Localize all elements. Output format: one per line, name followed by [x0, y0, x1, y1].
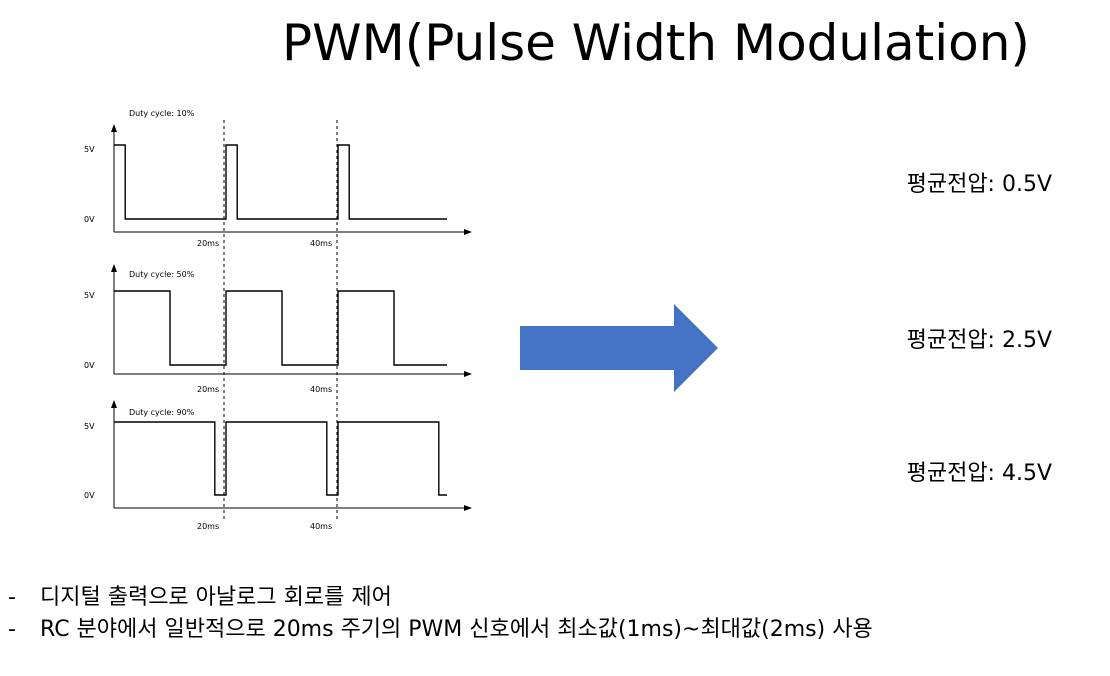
- slide-title: PWM(Pulse Width Modulation): [282, 14, 1030, 72]
- pwm-signal-line: [114, 421, 447, 496]
- bullet-item: - 디지털 출력으로 아날로그 회로를 제어: [8, 582, 873, 614]
- x-tick-label: 40ms: [310, 239, 332, 248]
- x-axis-arrowhead: [464, 505, 472, 511]
- bullet-list: - 디지털 출력으로 아날로그 회로를 제어 - RC 분야에서 일반적으로 2…: [8, 582, 873, 646]
- bullet-text: RC 분야에서 일반적으로 20ms 주기의 PWM 신호에서 최소값(1ms)…: [40, 617, 873, 642]
- y-axis-arrowhead: [111, 124, 117, 132]
- x-axis-arrowhead: [464, 229, 472, 235]
- x-tick-label: 20ms: [197, 239, 219, 248]
- average-voltage-10: 평균전압: 0.5V: [906, 172, 1052, 197]
- y-tick-label: 5V: [84, 145, 95, 154]
- bullet-dash: -: [8, 585, 16, 610]
- duty-cycle-label: Duty cycle: 90%: [129, 408, 195, 417]
- bullet-item: - RC 분야에서 일반적으로 20ms 주기의 PWM 신호에서 최소값(1m…: [8, 614, 873, 646]
- right-arrow-icon: [520, 304, 718, 392]
- y-tick-label: 0V: [84, 491, 95, 500]
- x-tick-label: 20ms: [197, 522, 219, 531]
- y-tick-label: 5V: [84, 291, 95, 300]
- duty-cycle-label: Duty cycle: 50%: [129, 270, 195, 279]
- x-axis-arrowhead: [464, 371, 472, 377]
- bullet-text: 디지털 출력으로 아날로그 회로를 제어: [40, 585, 392, 610]
- pwm-signal-line: [114, 290, 447, 366]
- x-tick-label: 40ms: [310, 522, 332, 531]
- average-voltage-50: 평균전압: 2.5V: [906, 328, 1052, 353]
- duty-cycle-label: Duty cycle: 10%: [129, 109, 195, 118]
- bullet-dash: -: [8, 617, 16, 642]
- y-axis-arrowhead: [111, 264, 117, 272]
- y-tick-label: 0V: [84, 215, 95, 224]
- pwm-signal-line: [114, 144, 447, 220]
- average-voltage-90: 평균전압: 4.5V: [906, 461, 1052, 486]
- y-tick-label: 0V: [84, 361, 95, 370]
- x-tick-label: 20ms: [197, 385, 219, 394]
- y-axis-arrowhead: [111, 400, 117, 408]
- y-tick-label: 5V: [84, 422, 95, 431]
- x-tick-label: 40ms: [310, 385, 332, 394]
